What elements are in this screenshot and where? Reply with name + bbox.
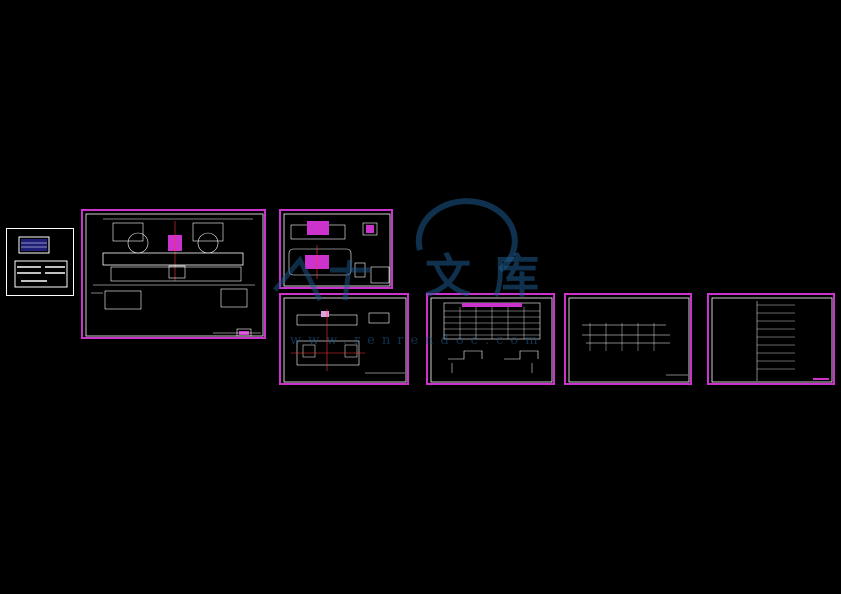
process-card-graphic <box>430 297 553 383</box>
sequence-graphic <box>568 297 690 383</box>
sheet-assembly[interactable] <box>81 209 266 339</box>
list-graphic <box>711 297 833 383</box>
sheet-fixture-top[interactable] <box>279 209 393 289</box>
watermark-url-text: www.renrendoc.com <box>290 333 545 348</box>
sheet-list[interactable] <box>707 293 835 385</box>
cover-graphic <box>14 236 68 288</box>
sheet-cover[interactable] <box>6 228 74 296</box>
sheet-sequence[interactable] <box>564 293 692 385</box>
sheet-process-card[interactable] <box>426 293 555 385</box>
fixture-top-graphic <box>283 213 391 287</box>
watermark-cn-text: 文库 <box>425 249 561 303</box>
assembly-graphic <box>85 213 264 337</box>
